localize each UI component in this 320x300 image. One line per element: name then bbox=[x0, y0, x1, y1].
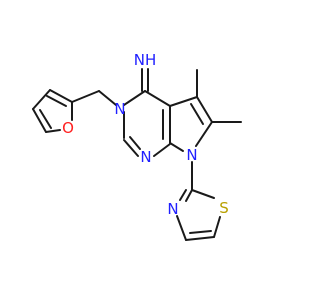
bond-thz-c2-n3-inner bbox=[179, 189, 187, 201]
bond-c2-n1-inner bbox=[129, 136, 141, 150]
atom-furan-o: O bbox=[62, 119, 74, 137]
bond-layer bbox=[32, 68, 242, 241]
atom-thiazole-n: N bbox=[167, 200, 178, 218]
bond-c5-c6 bbox=[196, 96, 213, 123]
molecule-canvas: NH N N N O N S bbox=[32, 51, 242, 241]
bond-furan-c2-c3-inner bbox=[46, 95, 67, 107]
atom-imine-nh: NH bbox=[134, 51, 157, 69]
bond-thz-c4-c5 bbox=[185, 236, 215, 241]
bond-furan-c2-c3 bbox=[49, 89, 73, 103]
bond-ch2-furan bbox=[71, 90, 100, 103]
bond-thz-c5-s bbox=[213, 216, 221, 238]
bond-c4-n3 bbox=[123, 90, 146, 106]
bond-furan-c4-c5-inner bbox=[39, 109, 52, 129]
bond-c2-n1 bbox=[123, 139, 139, 157]
atom-label-layer: NH N N N O N S bbox=[62, 51, 229, 218]
bond-furan-c3-c4 bbox=[32, 89, 51, 110]
bond-furan-c5-o bbox=[45, 129, 61, 133]
bond-thz-c2-n3 bbox=[185, 189, 193, 202]
bond-c4a-c5 bbox=[169, 96, 198, 107]
bond-thz-s-c2 bbox=[191, 189, 215, 199]
bond-thz-c4-c5-inner bbox=[189, 230, 212, 234]
bond-furan-c4-c5 bbox=[32, 108, 47, 133]
bond-n3-ch2 bbox=[98, 90, 117, 106]
bond-thz-n3-c4 bbox=[176, 215, 187, 241]
atom-thiazole-s: S bbox=[219, 199, 229, 217]
bond-n1-c7a bbox=[153, 143, 171, 157]
molecule-structure: NH N N N O N S bbox=[32, 51, 242, 241]
bond-n7-c7a bbox=[169, 142, 184, 152]
atom-ring-n1: N bbox=[140, 148, 151, 166]
bond-c5-c6-inner bbox=[190, 103, 204, 125]
atom-ring-n3: N bbox=[114, 100, 125, 118]
bond-c4a-c4 bbox=[144, 90, 171, 107]
atom-ring-n7: N bbox=[186, 146, 197, 164]
bond-c6-n7 bbox=[195, 121, 213, 147]
